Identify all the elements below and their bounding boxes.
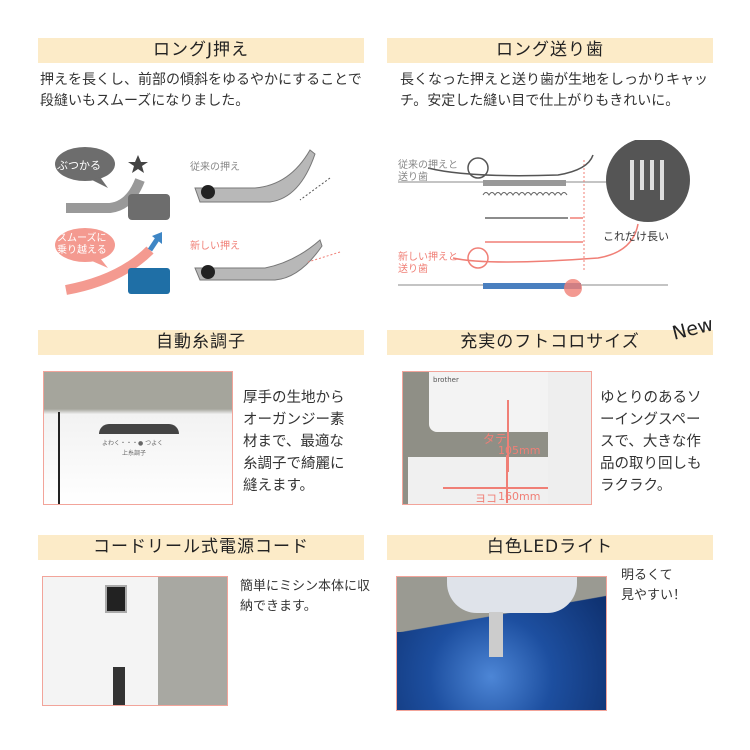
width-label: ヨコ bbox=[475, 492, 497, 505]
label-old-foot: 従来の押え bbox=[190, 162, 240, 173]
led-light-photo bbox=[396, 576, 607, 711]
auto-tension-photo: よわく・・・● つよく 上糸調子 bbox=[43, 371, 233, 505]
label-new-foot-line1: 新しい押えと bbox=[398, 252, 458, 263]
label-old-foot-line1: 従来の押えと bbox=[398, 160, 458, 171]
long-j-foot-description: 押えを長くし、前部の傾斜をゆるやかにすることで段縫いもスムーズになりました。 bbox=[40, 72, 362, 109]
long-j-foot-illustration: ぶつかる スムーズに 乗り越える 従来の押え 新しい押え bbox=[40, 140, 360, 300]
height-value: 105mm bbox=[498, 444, 541, 457]
bubble-smooth-line2: 乗り越える bbox=[57, 245, 107, 256]
cord-reel-photo bbox=[42, 576, 228, 706]
foot-comparison-diagram bbox=[55, 147, 341, 295]
section-header-led-light: 白色LEDライト bbox=[387, 535, 713, 560]
brand-logo: brother bbox=[433, 376, 459, 384]
led-text-line1: 明るくて bbox=[621, 568, 673, 583]
width-value: 160mm bbox=[498, 490, 541, 503]
callout-longer: これだけ長い bbox=[603, 230, 669, 243]
feed-dog-illustration: 従来の押えと 送り歯 新しい押えと 送り歯 これだけ長い bbox=[398, 138, 708, 315]
section-header-workspace: 充実のフトコロサイズ bbox=[387, 330, 713, 355]
cord-reel-text: 簡単にミシン本体に収納できます。 bbox=[240, 579, 371, 614]
power-switch bbox=[105, 585, 127, 613]
dial-scale: よわく・・・● つよく bbox=[102, 440, 164, 447]
height-label: タテ bbox=[483, 432, 508, 446]
auto-tension-text: 厚手の生地からオーガンジー素材まで、最適な糸調子で綺麗に縫えます。 bbox=[243, 390, 345, 494]
section-header-cord-reel: コードリール式電源コード bbox=[38, 535, 364, 560]
label-old-foot-line2: 送り歯 bbox=[398, 172, 428, 183]
bubble-collide: ぶつかる bbox=[57, 159, 101, 172]
led-text-line2: 見やすい！ bbox=[621, 588, 687, 603]
section-header-long-feed-dog: ロング送り歯 bbox=[387, 38, 713, 63]
label-new-foot: 新しい押え bbox=[190, 241, 240, 252]
section-header-long-j-foot: ロングJ押え bbox=[38, 38, 364, 63]
section-header-auto-tension: 自動糸調子 bbox=[38, 330, 364, 355]
dial-label: 上糸調子 bbox=[122, 450, 147, 457]
long-feed-dog-description: 長くなった押えと送り歯が生地をしっかりキャッチ。安定した縫い目で仕上がりもきれい… bbox=[400, 72, 708, 109]
workspace-photo: brother タテ 105mm ヨコ 160mm bbox=[402, 371, 592, 505]
feed-dog-diagram bbox=[398, 138, 690, 297]
bubble-smooth-line1: スムーズに bbox=[57, 233, 107, 244]
tension-dial bbox=[99, 424, 179, 434]
workspace-text: ゆとりのあるソーイングスペースで、大きな作品の取り回しもラクラク。 bbox=[600, 390, 702, 494]
label-new-foot-line2: 送り歯 bbox=[398, 264, 428, 275]
